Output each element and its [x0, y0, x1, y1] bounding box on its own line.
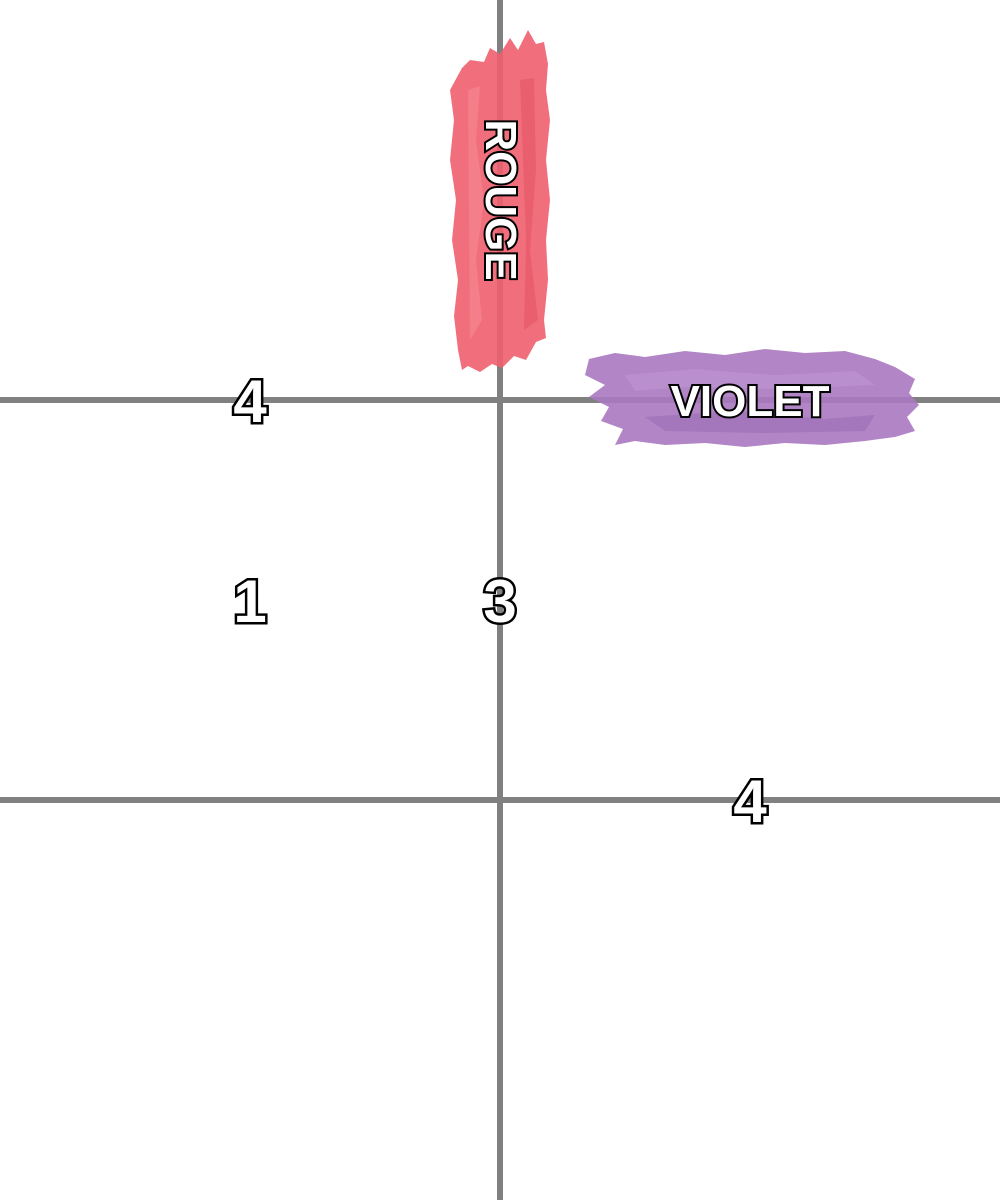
clue-number: 4 — [231, 368, 269, 435]
clue-number: 4 — [731, 768, 769, 835]
clue-number: 1 — [231, 568, 269, 635]
grid-horizontal-line-top — [0, 397, 1000, 403]
violet-brush-stroke — [585, 349, 919, 447]
rouge-label: ROUGE — [474, 117, 527, 282]
grid-vertical-line — [497, 0, 503, 1200]
rouge-brush-stroke — [450, 30, 550, 372]
violet-label: VIOLET — [669, 377, 832, 426]
grid-horizontal-line-bottom — [0, 797, 1000, 803]
clue-number: 3 — [481, 568, 519, 635]
